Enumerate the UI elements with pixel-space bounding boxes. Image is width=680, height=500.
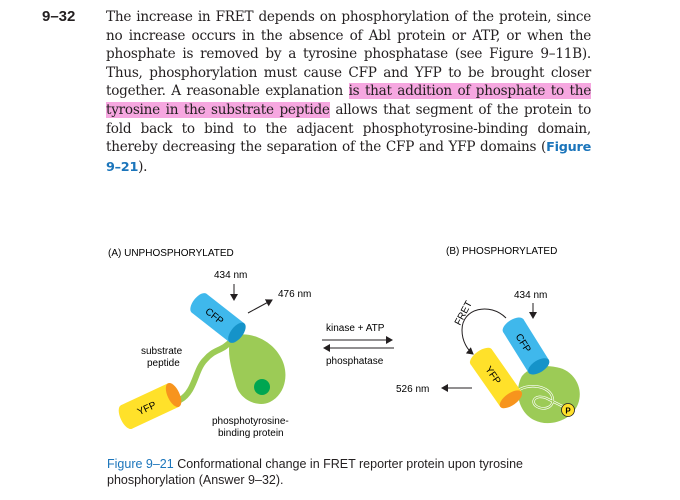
panel-b-title: (B) PHOSPHORYLATED: [446, 246, 557, 257]
phosphate-label: P: [565, 407, 571, 416]
panel-a-excitation-label: 434 nm: [214, 270, 247, 281]
binding-label-line1: phosphotyrosine-: [212, 416, 289, 427]
panel-a-title: (A) UNPHOSPHORYLATED: [108, 248, 234, 259]
figure-caption: Figure 9–21 Conformational change in FRE…: [107, 456, 577, 488]
answer-text-part: The increase in FRET depends on phosphor…: [106, 9, 591, 100]
yfp-protein-a: YFP: [118, 382, 182, 430]
answer-text-end: ).: [138, 158, 148, 175]
substrate-peptide-linker: [177, 337, 235, 403]
panel-a-emission-arrow: [247, 299, 273, 314]
panel-b-excitation-label: 434 nm: [514, 290, 547, 301]
answer-text-part: allows that segment of the protein to fo…: [106, 101, 591, 156]
phosphatase-label: phosphatase: [326, 356, 384, 367]
answer-text: The increase in FRET depends on phosphor…: [106, 8, 591, 177]
panel-b-emission-label: 526 nm: [396, 384, 429, 395]
folded-peptide-linker-core: [515, 385, 567, 409]
kinase-label: kinase + ATP: [326, 323, 385, 334]
caption-text: Conformational change in FRET reporter p…: [107, 457, 523, 487]
panel-a-emission-label: 476 nm: [278, 289, 311, 300]
binding-protein: [229, 334, 286, 405]
fret-label: FRET: [453, 299, 475, 327]
yfp-protein-b: YFP: [469, 347, 523, 409]
caption-figure-number: Figure 9–21: [107, 457, 174, 471]
phosphate: [561, 403, 575, 417]
question-number: 9–32: [42, 8, 76, 25]
fret-arrow: [461, 308, 507, 355]
binding-label-line2: binding protein: [218, 428, 284, 439]
cfp-protein-a: CFP: [190, 293, 246, 343]
figure-link[interactable]: Figure 9–21: [106, 140, 591, 175]
substrate-label-line1: substrate: [141, 346, 183, 357]
binding-site: [254, 379, 270, 395]
cfp-protein-b: CFP: [502, 317, 550, 375]
substrate-label-line2: peptide: [147, 358, 180, 369]
